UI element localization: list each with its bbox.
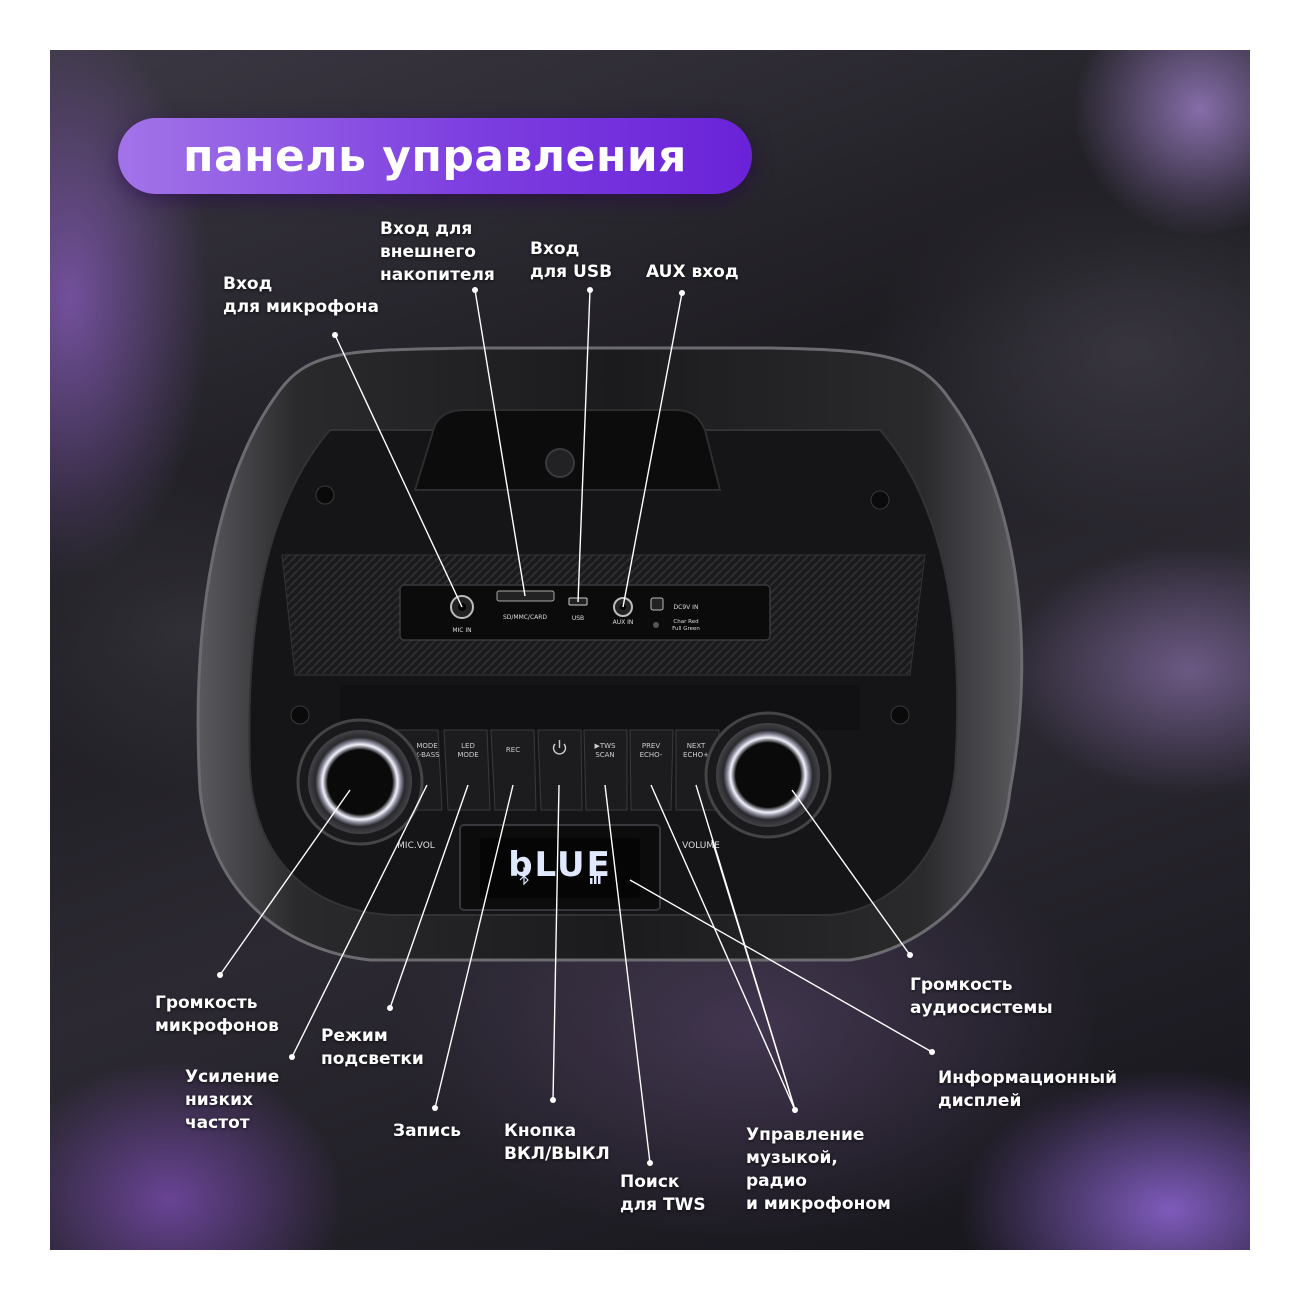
power-button[interactable] <box>537 729 583 811</box>
callout-aux-in: AUX вход <box>646 262 739 282</box>
port-label-charge-red: Char Red <box>673 619 698 625</box>
callout-mic-in: Вход для микрофона <box>223 274 379 317</box>
product-photo: панель управления <box>50 50 1250 1250</box>
callout-system-volume: Громкость аудиосистемы <box>910 975 1053 1018</box>
dc-in-port[interactable] <box>650 597 664 611</box>
prev-echo-button[interactable] <box>629 729 674 811</box>
callout-usb-in: Вход для USB <box>530 239 613 282</box>
callout-light-mode: Режим подсветки <box>321 1026 424 1069</box>
screw-hole <box>870 490 890 510</box>
knob-label-volume: VOLUME <box>682 841 720 851</box>
port-label-aux: AUX IN <box>613 619 634 626</box>
display-text: bLUE <box>508 845 612 885</box>
callout-lines <box>219 289 933 1164</box>
button-label: ▶TWS <box>594 742 616 750</box>
title-badge: панель управления <box>118 118 752 194</box>
port-label-usb: USB <box>572 615 584 622</box>
callout-info-display: Информационный дисплей <box>938 1068 1118 1111</box>
port-label-dc: DC9V IN <box>674 604 699 611</box>
button-label: X-BASS <box>414 751 440 759</box>
callout-tws-search: Поиск для TWS <box>620 1172 706 1215</box>
button-label: LED <box>461 742 475 750</box>
mic-volume-knob[interactable] <box>308 730 412 834</box>
volume-knob[interactable] <box>716 723 820 827</box>
button-label: ECHO+ <box>683 751 709 759</box>
page-title: панель управления <box>183 130 687 182</box>
callout-dots <box>217 287 935 1166</box>
callout-mic-volume: Громкость микрофонов <box>155 993 279 1036</box>
signal-bars-icon <box>590 872 601 884</box>
rec-button[interactable] <box>490 729 537 811</box>
bluetooth-icon <box>519 866 529 886</box>
led-mode-button[interactable] <box>443 729 491 811</box>
charge-led <box>653 622 659 628</box>
callout-bass-boost: Усиление низких частот <box>185 1067 280 1133</box>
button-label: MODE <box>457 751 478 759</box>
callout-power-button: Кнопка ВКЛ/ВЫКЛ <box>504 1121 610 1164</box>
button-label: REC <box>506 746 520 754</box>
button-label: MODE <box>416 742 437 750</box>
port-label-card: SD/MMC/CARD <box>503 614 547 621</box>
port-label-charge-green: Full Green <box>672 626 700 632</box>
button-label: PREV <box>642 742 661 750</box>
screw-hole <box>290 705 310 725</box>
port-plate <box>399 584 771 641</box>
tws-scan-button[interactable] <box>583 729 628 811</box>
button-label: NEXT <box>687 742 706 750</box>
button-label: SCAN <box>595 751 614 759</box>
screw-hole <box>315 485 335 505</box>
port-label-mic: MIC IN <box>452 627 471 634</box>
card-slot[interactable] <box>496 590 555 602</box>
screw-hole <box>545 448 575 478</box>
callout-record: Запись <box>393 1121 462 1141</box>
callout-card-in: Вход для внешнего накопителя <box>380 219 495 285</box>
screw-hole <box>890 705 910 725</box>
power-icon <box>552 740 567 755</box>
speaker-panel: MIC IN SD/MMC/CARD USB AUX IN DC9V IN Ch… <box>196 287 1024 1166</box>
button-label: ECHO- <box>640 751 663 759</box>
callout-music-control: Управление музыкой, радио и микрофоном <box>746 1125 891 1214</box>
knob-label-mic-vol: MIC.VOL <box>397 841 435 851</box>
carry-handle <box>413 409 722 491</box>
